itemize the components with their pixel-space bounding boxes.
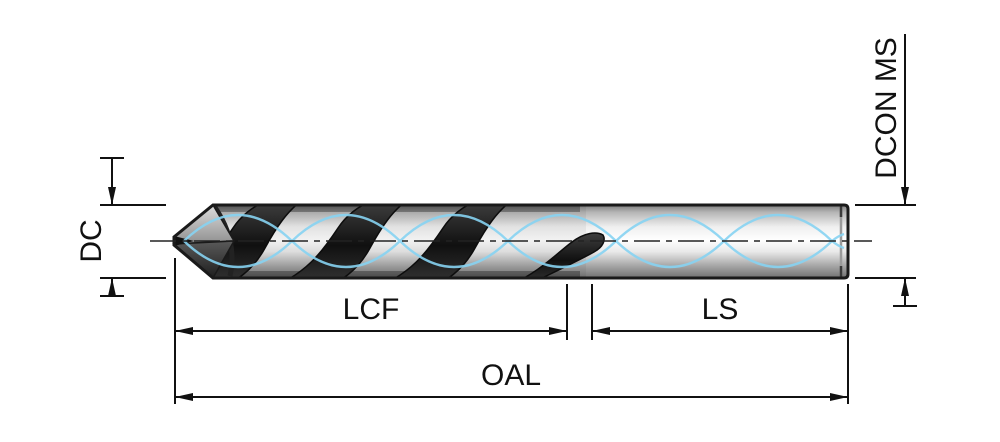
coolant-channel-lines [183, 213, 845, 269]
coolant-line-b [183, 213, 845, 269]
flute-band [269, 205, 409, 278]
dimension-dcon-ms [855, 34, 917, 307]
dimension-lcf [174, 258, 568, 340]
ls-label: LS [702, 293, 739, 326]
coolant-line-a [183, 213, 845, 269]
flute-band [374, 205, 514, 278]
drill-body [172, 203, 850, 280]
drill-outline [172, 203, 850, 280]
dimensions [100, 34, 917, 404]
dc-label: DC [75, 219, 108, 262]
dimension-oal [174, 340, 849, 404]
lcf-label: LCF [343, 293, 400, 326]
dimension-dc [100, 157, 166, 297]
dcon-ms-label: DCON MS [870, 37, 903, 179]
dimension-ls [591, 284, 849, 340]
oal-label: OAL [481, 359, 541, 392]
flute-runout [504, 232, 605, 278]
flute-bottom-edge [200, 271, 580, 278]
